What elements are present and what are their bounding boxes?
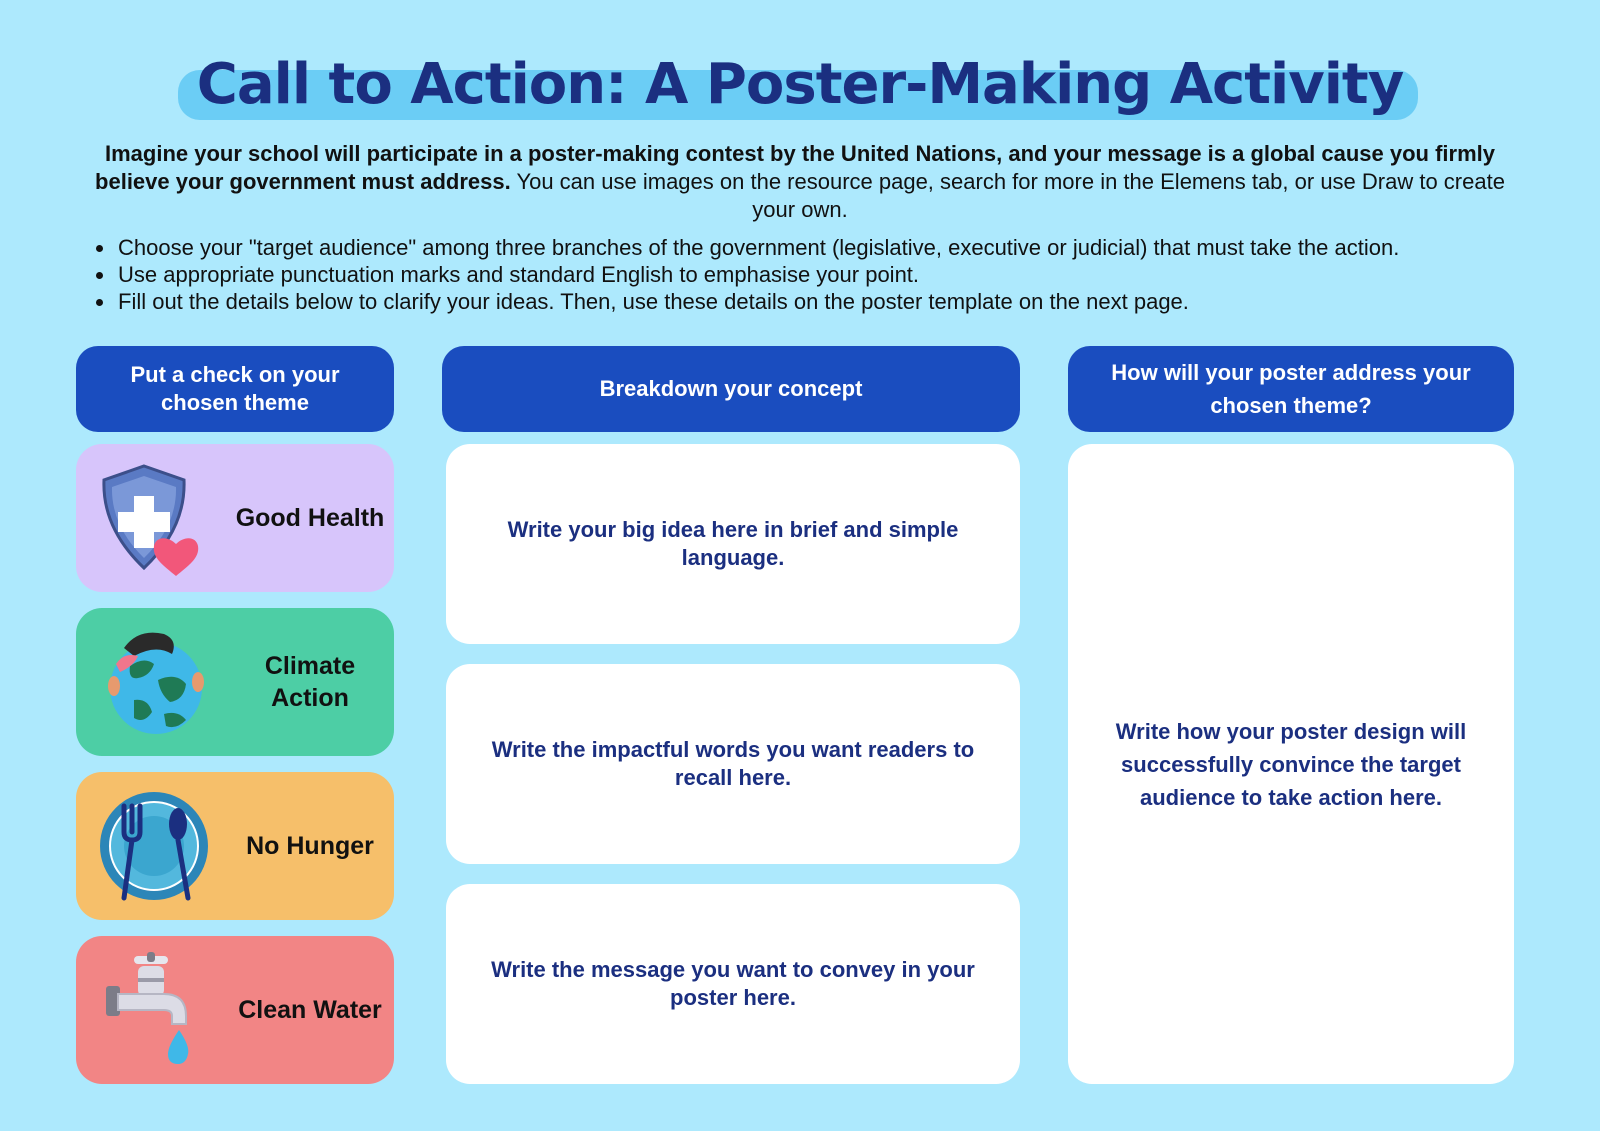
- instruction-item: Choose your "target audience" among thre…: [116, 234, 1556, 261]
- globe-hug-icon: [108, 632, 204, 734]
- impactful-words-field[interactable]: Write the impactful words you want reade…: [446, 664, 1020, 864]
- intro-regular-text: You can use images on the resource page,…: [510, 169, 1505, 222]
- theme-good-health[interactable]: Good Health: [76, 444, 394, 592]
- intro-bold-text: Imagine your school will participate in …: [95, 141, 1495, 194]
- instruction-item: Use appropriate punctuation marks and st…: [116, 261, 1556, 288]
- theme-label: No Hunger: [246, 832, 374, 860]
- theme-label: Clean Water: [238, 996, 382, 1024]
- health-shield-icon: [102, 464, 199, 576]
- page-title: Call to Action: A Poster-Making Activity: [196, 52, 1404, 117]
- theme-label: Good Health: [235, 504, 385, 532]
- water-faucet-icon: [106, 952, 189, 1064]
- title-highlight: [178, 70, 1418, 120]
- big-idea-field[interactable]: Write your big idea here in brief and si…: [446, 444, 1020, 644]
- theme-clean-water[interactable]: Clean Water: [76, 936, 394, 1084]
- theme-no-hunger[interactable]: No Hunger: [76, 772, 394, 920]
- theme-label: Climate Action: [264, 652, 356, 712]
- poster-address-field[interactable]: Write how your poster design will succes…: [1068, 444, 1514, 1084]
- instruction-item: Fill out the details below to clarify yo…: [116, 288, 1556, 315]
- address-column-header: How will your poster address your chosen…: [1068, 346, 1514, 432]
- message-field[interactable]: Write the message you want to convey in …: [446, 884, 1020, 1084]
- concept-column-header: Breakdown your concept: [442, 346, 1020, 432]
- intro-text: Imagine your school will participate in …: [80, 140, 1520, 224]
- themes-column-header: Put a check on your chosen theme: [76, 346, 394, 432]
- theme-climate-action[interactable]: Climate Action: [76, 608, 394, 756]
- instruction-list: Choose your "target audience" among thre…: [96, 234, 1556, 315]
- plate-cutlery-icon: [100, 792, 208, 901]
